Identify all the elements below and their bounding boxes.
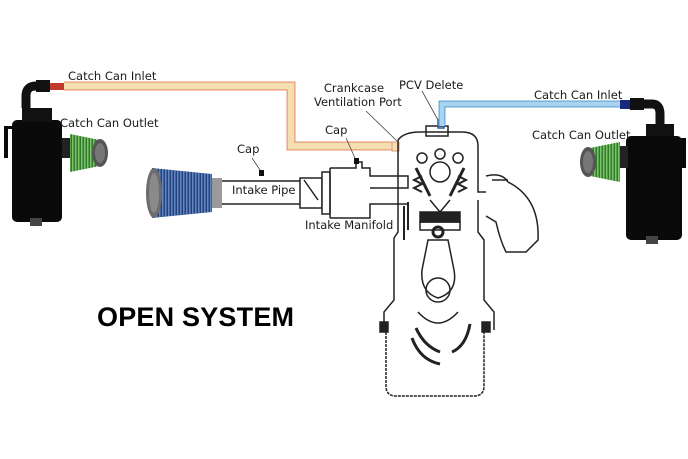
intake-pipe-label: Intake Pipe — [232, 183, 296, 197]
left-breather-filter — [62, 134, 108, 172]
engine-cross-section — [379, 119, 539, 397]
intake-cap-label: Cap — [237, 142, 260, 156]
right-catch-can-outlet-label: Catch Can Outlet — [532, 128, 631, 142]
manifold-cap-label: Cap — [325, 123, 348, 137]
intake-cap — [259, 170, 264, 176]
leader-lines — [251, 90, 439, 171]
pcv-delete-label: PCV Delete — [399, 78, 464, 92]
intake-filter — [146, 168, 222, 218]
intake-manifold-label: Intake Manifold — [305, 218, 394, 232]
left-catch-can-outlet-label: Catch Can Outlet — [60, 116, 159, 130]
right-hose — [438, 100, 625, 126]
crankcase-label-line1: Crankcase — [323, 81, 385, 95]
right-catch-can-inlet-label: Catch Can Inlet — [534, 88, 623, 102]
crankcase-label-line2: Ventilation Port — [314, 95, 402, 109]
left-catch-can-inlet-label: Catch Can Inlet — [68, 69, 157, 83]
manifold-cap — [354, 158, 359, 164]
system-title: OPEN SYSTEM — [97, 302, 295, 332]
crankcase-ventilation-port-label: Crankcase Ventilation Port — [314, 81, 402, 109]
right-catch-can — [620, 98, 686, 244]
right-breather-filter — [580, 142, 628, 182]
intake-pipe — [222, 161, 409, 219]
left-catch-can — [4, 80, 64, 226]
